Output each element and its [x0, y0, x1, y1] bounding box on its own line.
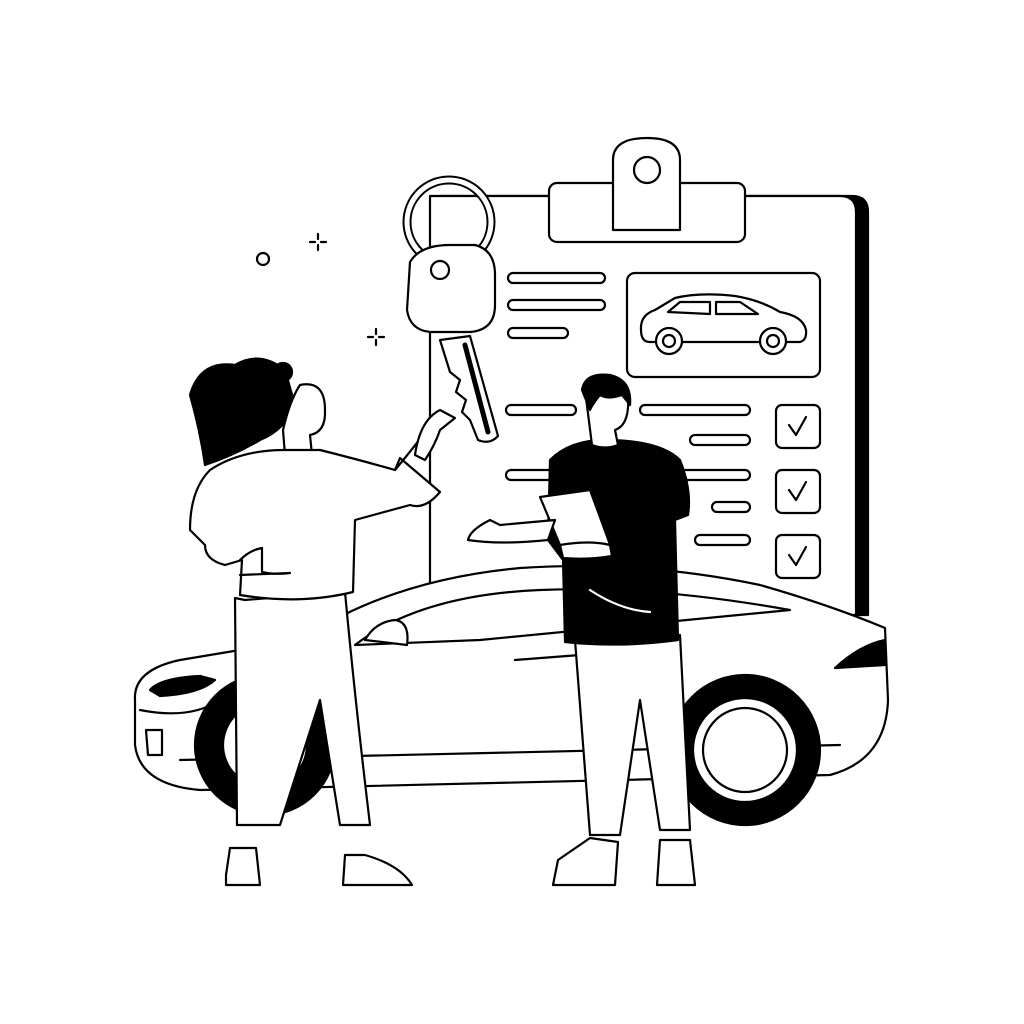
checkmark-icon — [787, 415, 808, 437]
checkmark-icon — [787, 545, 808, 567]
checkbox-checked — [774, 403, 822, 450]
checkbox-checked — [774, 533, 822, 580]
checkmark-icon — [787, 480, 808, 502]
checkbox-checked — [774, 468, 822, 515]
car-photo-thumbnail — [625, 271, 822, 379]
man-agent — [466, 373, 697, 887]
rear-wheel — [668, 673, 822, 827]
woman-customer — [188, 357, 457, 887]
car-key — [402, 175, 500, 443]
sparkle-decorations — [255, 232, 386, 347]
checklist — [774, 403, 822, 580]
